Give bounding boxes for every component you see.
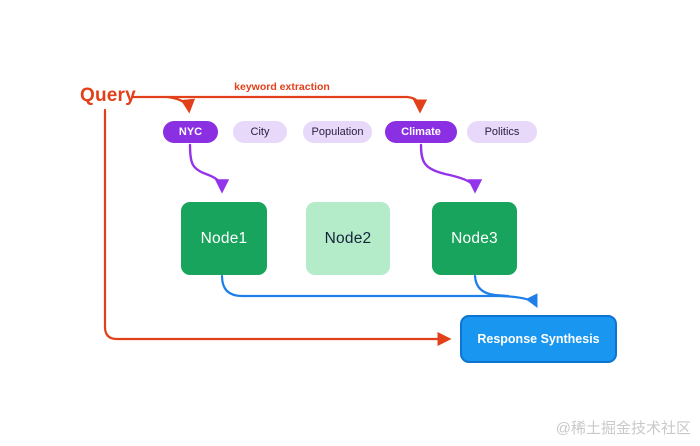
climate-to-node3-arrow (419, 143, 483, 194)
response-synthesis-box: Response Synthesis (460, 315, 617, 363)
keyword-extraction-label: keyword extraction (234, 81, 330, 93)
query-to-climate-arrow (130, 95, 428, 114)
query-to-synthesis-arrow (103, 108, 452, 347)
node3-to-synthesis-connector (473, 274, 510, 298)
keyword-pill-politics: Politics (467, 121, 537, 143)
keyword-pill-climate: Climate (385, 121, 457, 143)
query-label: Query (80, 85, 136, 106)
node1-to-synthesis-arrow (220, 274, 538, 308)
keyword-pill-nyc: NYC (163, 121, 218, 143)
query-to-nyc-arrow (166, 95, 196, 114)
node2-box: Node2 (306, 202, 390, 275)
node1-box: Node1 (181, 202, 267, 275)
keyword-pill-population: Population (303, 121, 372, 143)
nyc-to-node1-arrow (188, 143, 230, 194)
keyword-pill-city: City (233, 121, 287, 143)
watermark: @稀土掘金技术社区 (555, 420, 691, 437)
node3-box: Node3 (432, 202, 517, 275)
